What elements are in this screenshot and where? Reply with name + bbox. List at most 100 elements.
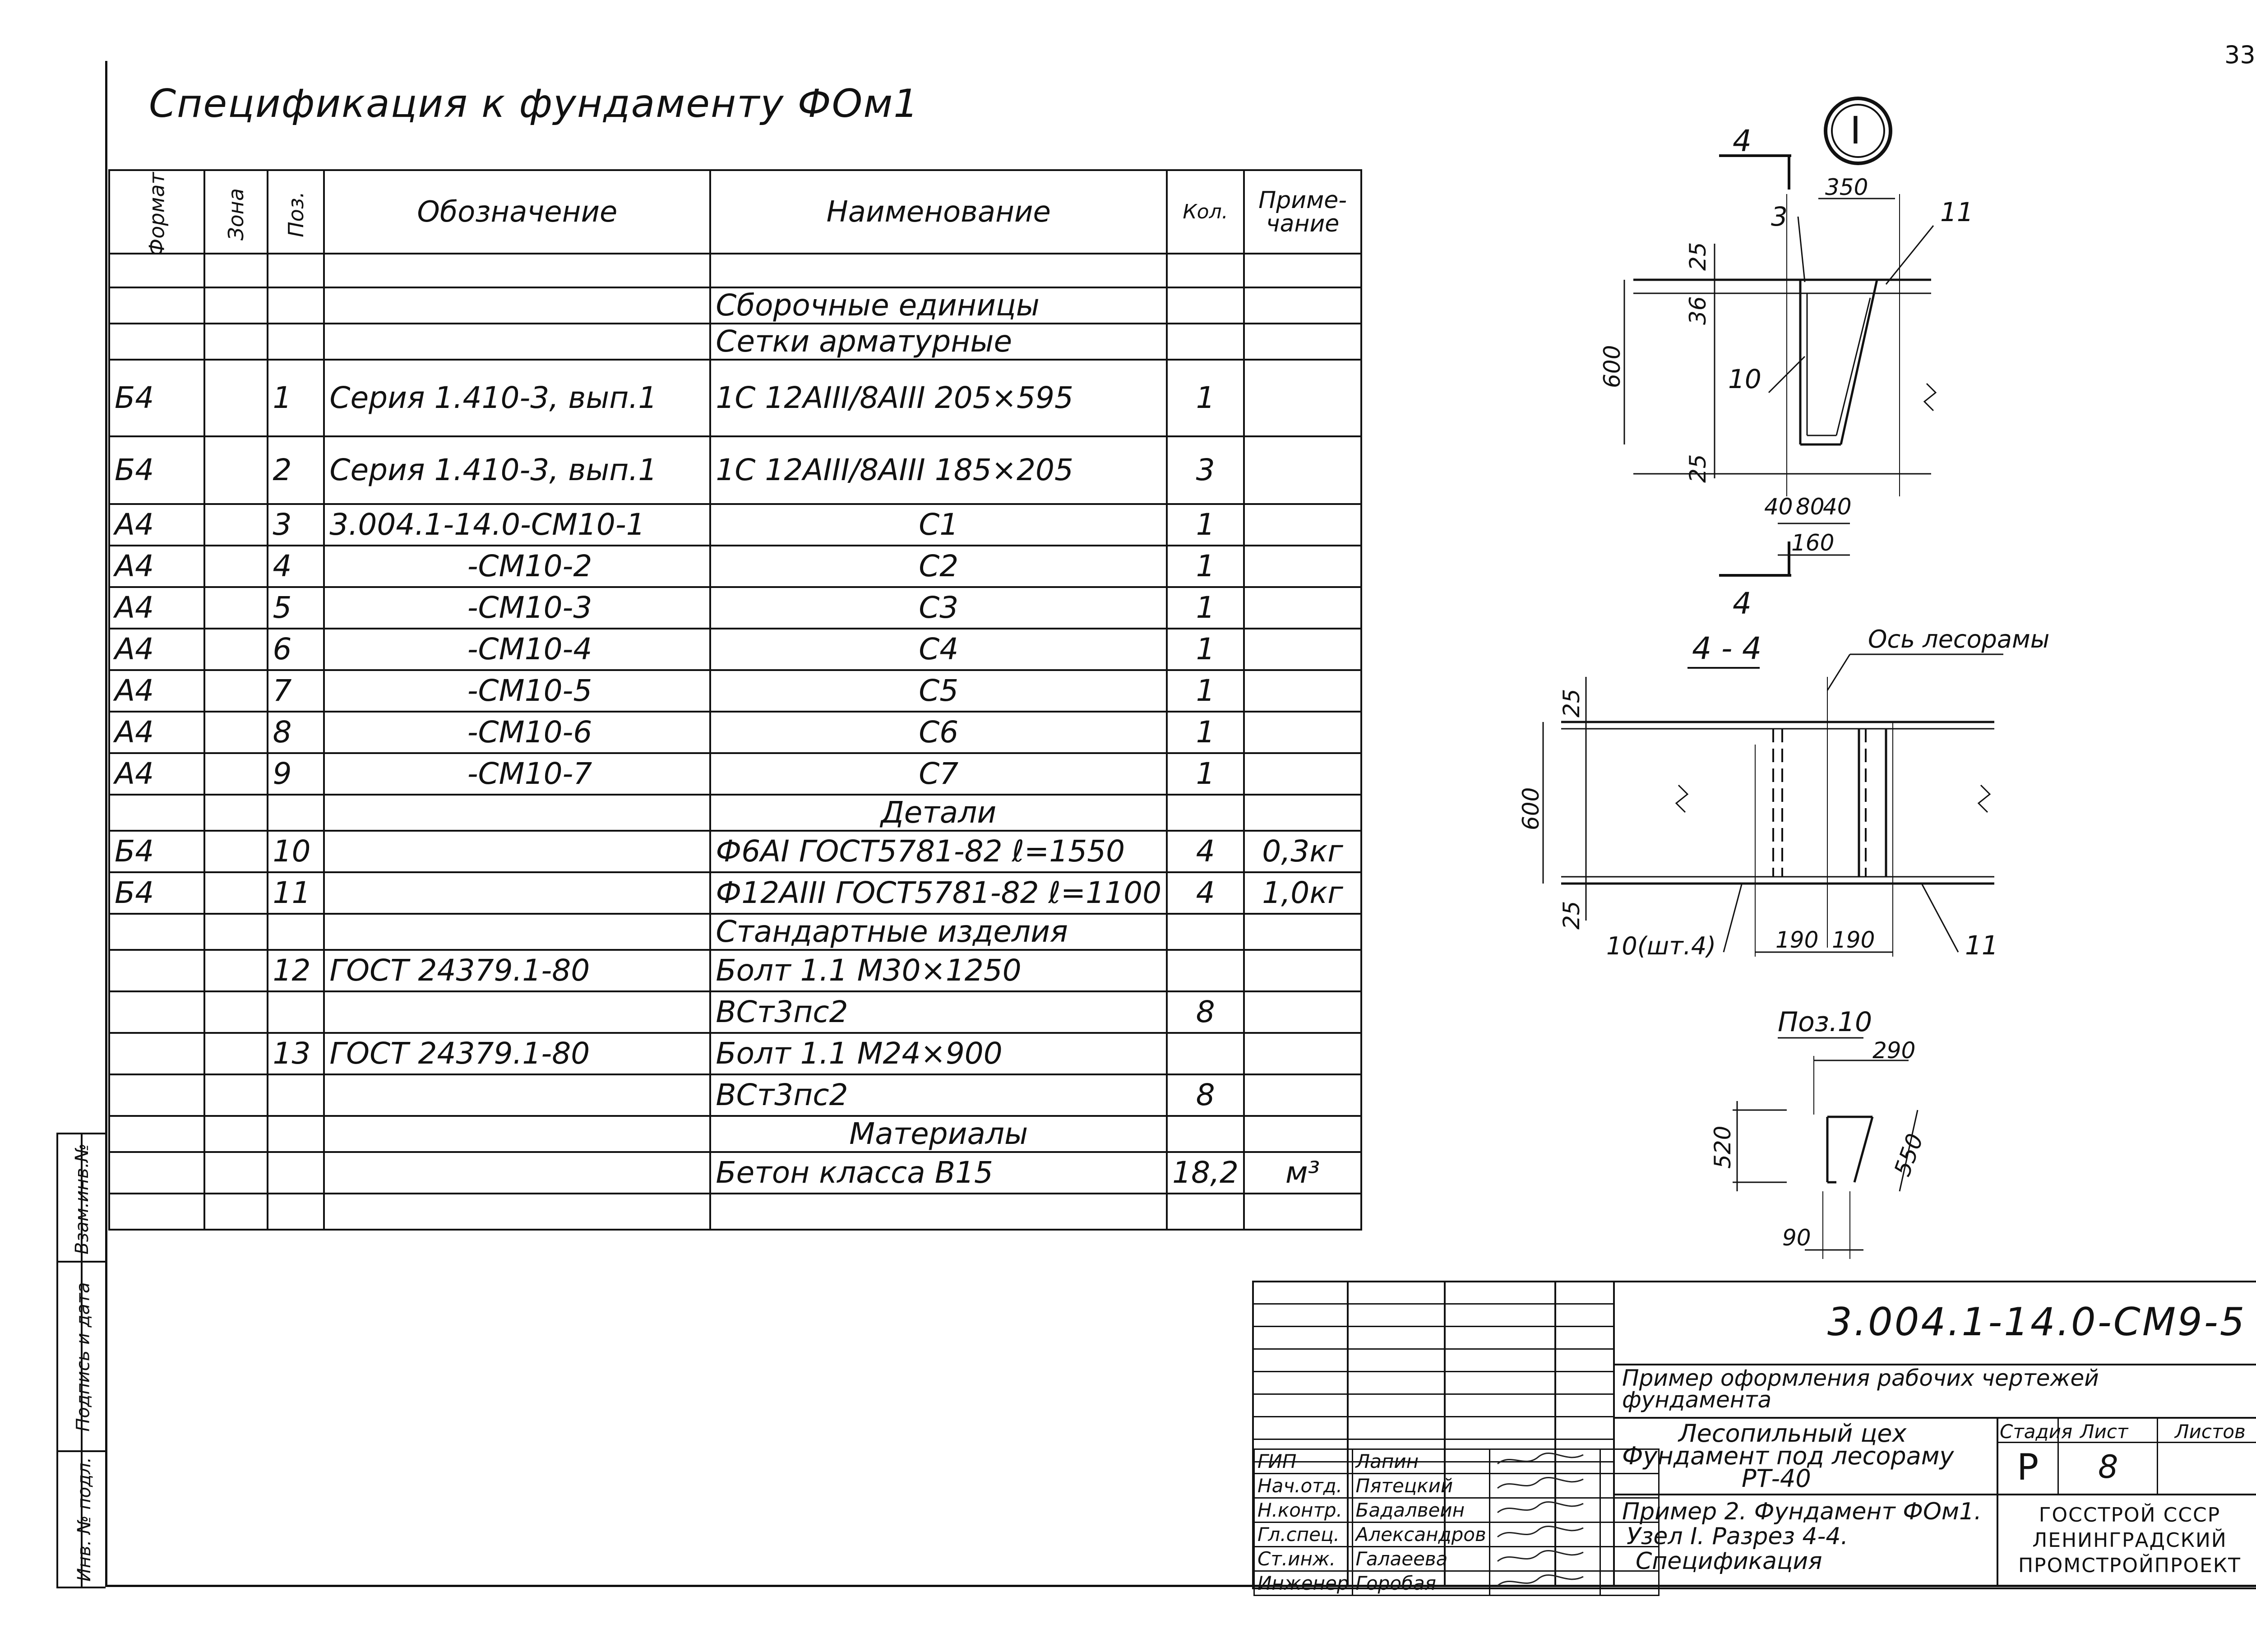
cell-pos: 7 (266, 669, 325, 713)
signature-date (1599, 1497, 1660, 1523)
spec-table: Формат Зона Поз. Обозначение Наименовани… (108, 169, 1363, 1231)
cell-note: 0,3кг (1243, 830, 1363, 873)
organization: ГОССТРОЙ СССР ЛЕНИНГРАДСКИЙ ПРОМСТРОЙПРО… (1999, 1503, 2256, 1578)
svg-text:4: 4 (1733, 586, 1752, 621)
cell-pos: 2 (266, 435, 325, 505)
cell-qty: 4 (1166, 871, 1245, 915)
cell-zone (203, 990, 268, 1034)
cell-qty (1166, 287, 1245, 324)
cell-name: Стандартные изделия (709, 913, 1168, 951)
signature-role: Н.контр. (1253, 1497, 1353, 1523)
svg-text:10(шт.4): 10(шт.4) (1606, 932, 1716, 960)
cell-note (1243, 253, 1363, 288)
cell-name (709, 253, 1168, 288)
cell-qty: 8 (1166, 990, 1245, 1034)
cell-note (1243, 990, 1363, 1034)
cell-format: А4 (108, 545, 205, 588)
cell-zone (203, 586, 268, 629)
svg-text:25: 25 (1685, 454, 1711, 483)
cell-zone (203, 503, 268, 546)
cell-zone (203, 752, 268, 796)
cell-pos: 1 (266, 359, 325, 437)
cell-name: 1С 12АIII/8АIII 205×595 (709, 359, 1168, 437)
cell-format: А4 (108, 669, 205, 713)
table-row (108, 253, 1363, 288)
svg-text:550: 550 (1889, 1130, 1928, 1180)
cell-format: Б4 (108, 435, 205, 505)
sheets-label: Листов (2175, 1421, 2246, 1443)
signature-date (1599, 1570, 1660, 1596)
signature-mark (1489, 1448, 1601, 1474)
signature-role: Инженер (1253, 1570, 1353, 1596)
frame-bottom-line (105, 1585, 2256, 1587)
signature-date (1599, 1522, 1660, 1547)
cell-pos: 3 (266, 503, 325, 546)
cell-zone (203, 287, 268, 324)
node-dims: 350 25 36 600 25 40 80 40 160 3 11 10 (1599, 174, 1974, 556)
cell-qty (1166, 949, 1245, 992)
signature-row: Н.контр.Бадалвеин (1253, 1497, 1660, 1523)
signature-mark (1489, 1522, 1601, 1547)
cell-format (108, 1032, 205, 1075)
cell-pos: 10 (266, 830, 325, 873)
cell-note (1243, 949, 1363, 992)
signature-mark (1489, 1570, 1601, 1596)
title-block-code: 3.004.1-14.0-СМ9-5 (1827, 1300, 2247, 1345)
title-block (1252, 1281, 2256, 1589)
cell-qty: 3 (1166, 435, 1245, 505)
cell-pos: 6 (266, 628, 325, 671)
cell-qty: 18,2 (1166, 1151, 1245, 1194)
signature-role: ГИП (1253, 1448, 1353, 1474)
cell-note (1243, 794, 1363, 832)
cell-zone (203, 1032, 268, 1075)
cell-name: Болт 1.1 М30×1250 (709, 949, 1168, 992)
signature-name: Пятецкий (1351, 1473, 1490, 1499)
table-row: Детали (108, 794, 1363, 832)
cell-note (1243, 711, 1363, 754)
stage-label: Стадия (2000, 1421, 2073, 1443)
cell-format: Б4 (108, 871, 205, 915)
cell-pos (266, 287, 325, 324)
signature-role: Ст.инж. (1253, 1546, 1353, 1572)
svg-text:190: 190 (1832, 927, 1875, 953)
cell-zone (203, 1151, 268, 1194)
cell-pos (266, 1115, 325, 1153)
cell-qty: 1 (1166, 503, 1245, 546)
cell-note (1243, 586, 1363, 629)
cell-format (108, 323, 205, 361)
cell-format (108, 287, 205, 324)
svg-text:40: 40 (1764, 494, 1793, 520)
cell-designation (323, 1074, 712, 1117)
cell-designation: -СМ10-4 (323, 628, 712, 671)
table-header-row: Формат Зона Поз. Обозначение Наименовани… (108, 169, 1363, 255)
cell-note (1243, 359, 1363, 437)
cell-name: Сетки арматурные (709, 323, 1168, 361)
cell-format (108, 1193, 205, 1231)
svg-text:36: 36 (1685, 296, 1711, 325)
title-block-project: Пример оформления рабочих чертежей фунда… (1622, 1365, 2099, 1413)
frame-left-line (105, 61, 107, 1587)
cell-format (108, 794, 205, 832)
cell-note (1243, 1032, 1363, 1075)
cell-name: С7 (709, 752, 1168, 796)
cell-format (108, 990, 205, 1034)
title-block-object-3: РТ-40 (1742, 1464, 1811, 1493)
cell-qty (1166, 1115, 1245, 1153)
signature-date (1599, 1448, 1660, 1474)
cell-name: Детали (709, 794, 1168, 832)
cell-note (1243, 323, 1363, 361)
cell-note (1243, 1074, 1363, 1117)
section-4-4-labels: 4 - 4 Ось лесорамы 25 600 25 190 190 10(… (1518, 625, 2049, 961)
cell-format: А4 (108, 503, 205, 546)
cell-zone (203, 794, 268, 832)
cell-designation (323, 323, 712, 361)
table-row: Стандартные изделия (108, 913, 1363, 951)
sheet-label: Лист (2080, 1421, 2128, 1443)
cell-pos: 8 (266, 711, 325, 754)
